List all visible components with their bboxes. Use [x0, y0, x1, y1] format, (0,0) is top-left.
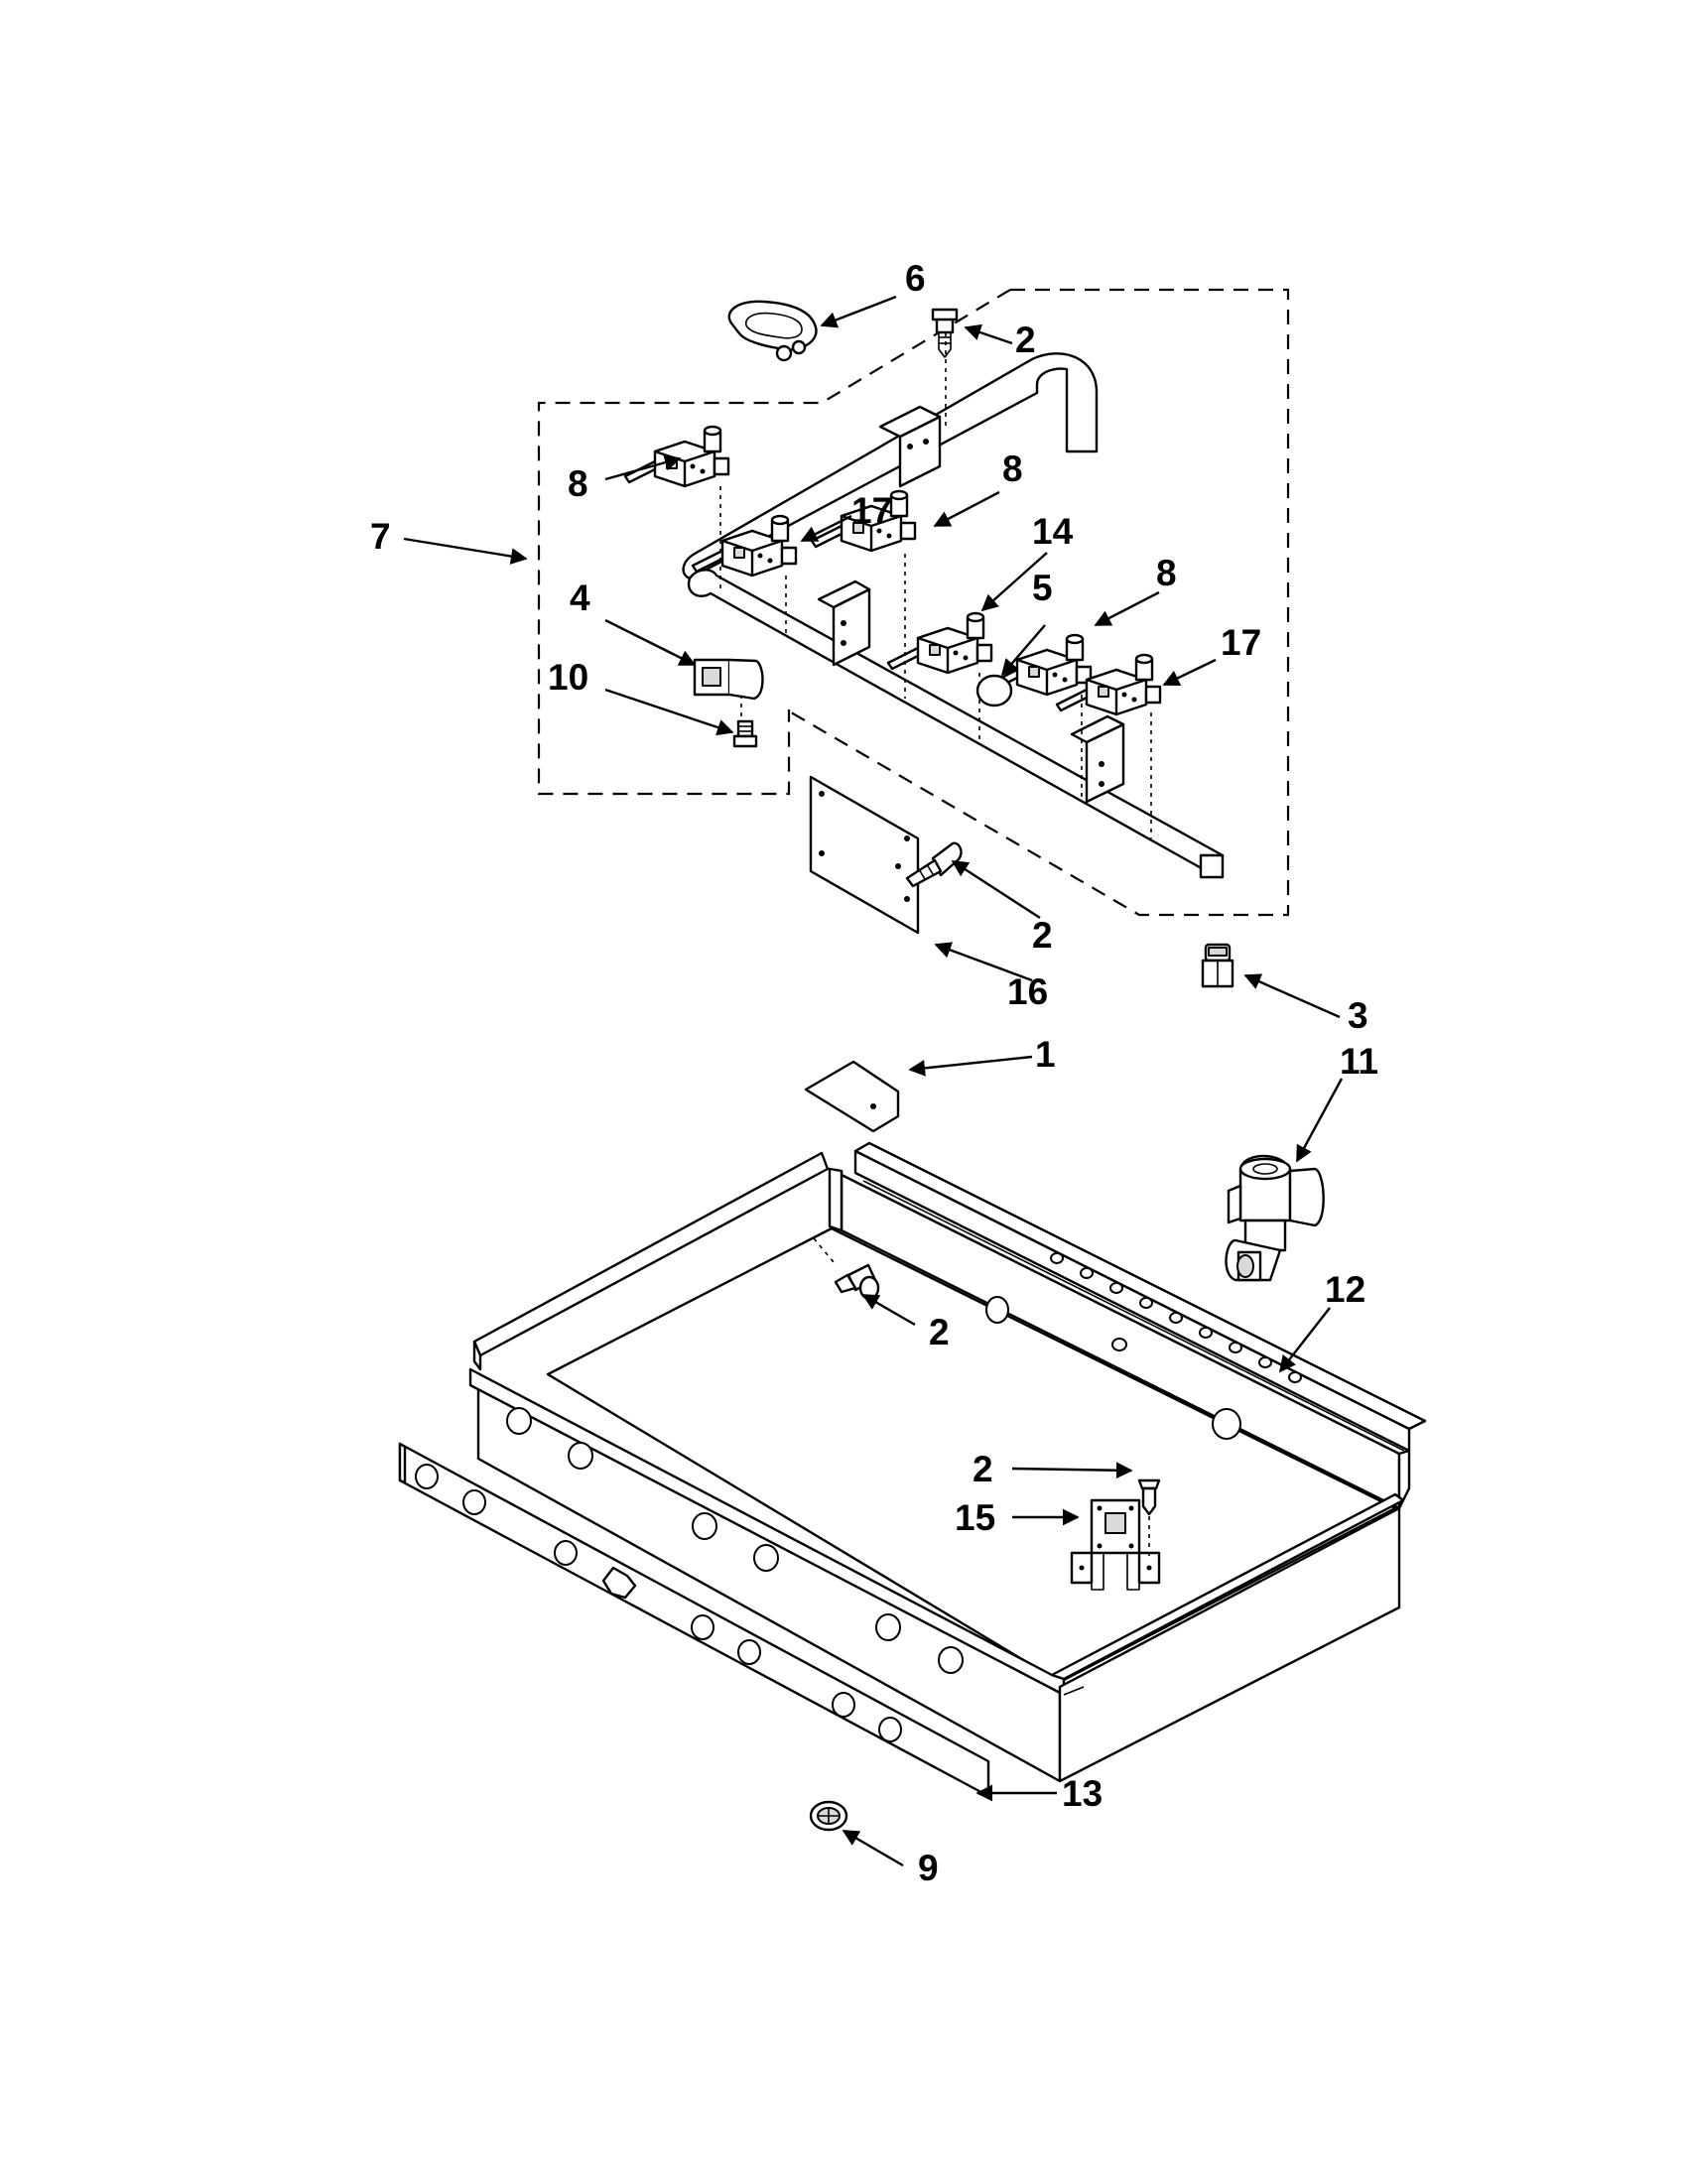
- knob-insert-part: [809, 1800, 848, 1832]
- callout-11: 11: [1340, 1041, 1378, 1082]
- callout-4: 4: [570, 578, 590, 618]
- callout-17: 17: [851, 490, 892, 531]
- rail-hole: [1139, 1297, 1153, 1309]
- manifold-bracket: [1070, 714, 1125, 804]
- callout-17: 17: [1221, 622, 1261, 663]
- rail-holes: [1050, 1252, 1302, 1383]
- callout-13: 13: [1062, 1773, 1103, 1814]
- burner-valve-part: [886, 611, 993, 675]
- callout-5: 5: [1032, 568, 1053, 608]
- burner-valve-part: [691, 514, 798, 578]
- assembly-boundary-dashed: [785, 288, 1290, 917]
- callout-9: 9: [918, 1848, 939, 1888]
- rail-hole: [1199, 1327, 1213, 1339]
- tray-holes: [506, 1296, 1241, 1674]
- cover-plate-part: [809, 775, 920, 935]
- burner-valve-part: [810, 489, 917, 553]
- callout-15: 15: [955, 1497, 995, 1538]
- clip-part: [693, 658, 764, 701]
- rail-hole: [1258, 1356, 1272, 1368]
- callout-2: 2: [973, 1449, 993, 1489]
- rail-hole: [1080, 1267, 1094, 1279]
- rail-hole: [1169, 1312, 1183, 1324]
- callout-7: 7: [370, 516, 391, 557]
- callout-8: 8: [1002, 449, 1023, 489]
- manifold-pipe: [682, 352, 1225, 879]
- rail-hole: [1288, 1371, 1302, 1383]
- rail-hole: [1229, 1342, 1242, 1353]
- callout-2: 2: [1015, 320, 1036, 360]
- callout-labels: 6 2 8 7 17 8 14 5 8 4 17 10 2 16 3 1 11 …: [370, 258, 1378, 1888]
- screw-part: [732, 719, 758, 748]
- pad-dot: [870, 1103, 876, 1109]
- rail-hole: [1109, 1282, 1123, 1294]
- manifold-bracket: [817, 579, 871, 667]
- callout-8: 8: [568, 463, 588, 504]
- insulation-pad-part: [804, 1060, 900, 1133]
- callout-16: 16: [1007, 971, 1048, 1012]
- screw-part: [1137, 1478, 1161, 1558]
- callout-2: 2: [1032, 915, 1053, 956]
- screw-part: [813, 1237, 880, 1301]
- leader-arrows: [403, 295, 1344, 1867]
- fitting-part: [1201, 943, 1234, 988]
- burner-valve-part: [623, 425, 730, 488]
- callout-1: 1: [1035, 1034, 1056, 1075]
- assembly-boundary-dashed: [537, 289, 1011, 796]
- bracket-part: [1070, 1498, 1161, 1591]
- callout-10: 10: [548, 657, 588, 698]
- rail-hole: [1050, 1252, 1064, 1264]
- callout-8: 8: [1156, 553, 1177, 593]
- burner-valve-part: [1055, 653, 1162, 716]
- screw-part: [905, 841, 963, 888]
- callout-3: 3: [1348, 995, 1368, 1036]
- callout-12: 12: [1325, 1269, 1365, 1310]
- regulator-part: [1225, 1154, 1325, 1282]
- callout-6: 6: [905, 258, 926, 299]
- orifice-disc-part: [975, 674, 1013, 707]
- gasket-part: [727, 300, 818, 362]
- callout-2: 2: [929, 1312, 950, 1352]
- manifold-bracket: [878, 405, 942, 488]
- screw-part: [931, 308, 959, 358]
- callout-14: 14: [1032, 511, 1074, 552]
